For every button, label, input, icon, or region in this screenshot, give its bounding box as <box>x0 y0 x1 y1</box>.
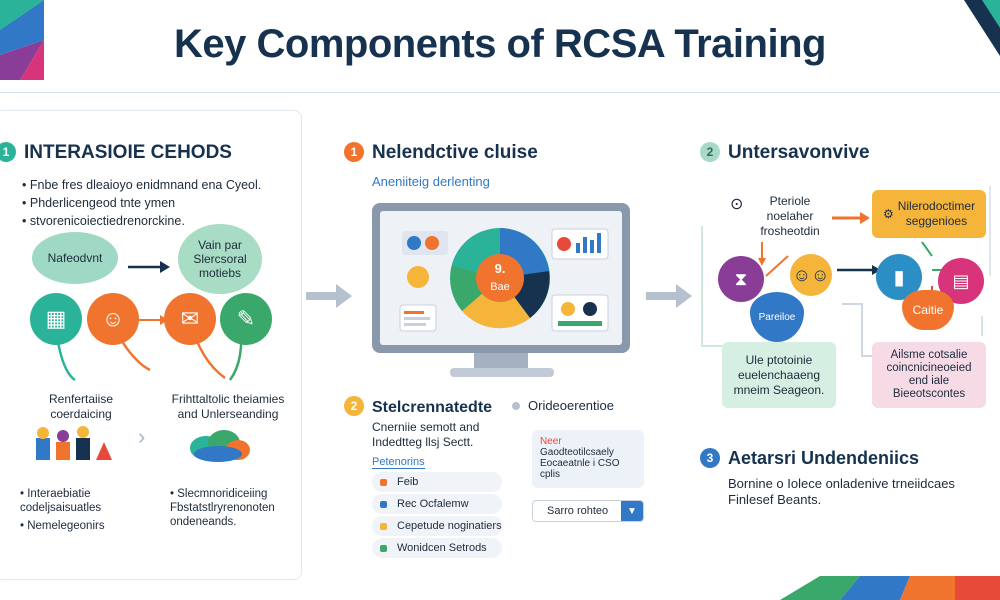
menu-item-label: Rec Ocfalemw <box>397 498 469 510</box>
info-card-line: Neer <box>540 436 562 447</box>
middle-section2-heading2: Orideoerentioe <box>512 398 614 413</box>
flow-arrow-right-icon <box>646 284 692 308</box>
left-bottom-bullet: Interaebiatie codeljsaisuatles <box>20 487 150 515</box>
pin-label: Caitie <box>912 303 944 317</box>
puzzle-icon: ⚙ <box>882 206 894 221</box>
monitor: 9. Bae <box>372 203 630 353</box>
pin-shape: Caitie <box>902 290 954 330</box>
menu-item-label: Cepetude noginatiers <box>397 520 502 532</box>
middle-heading-text: Nelendctive cluise <box>372 142 538 163</box>
middle-section-heading: 1 Nelendctive cluise <box>344 142 538 164</box>
right-yellow-box-text: Nilerodoctimer seggenioes <box>897 199 976 228</box>
menu-title: Petenorins <box>372 456 425 469</box>
heart-label: Pareiloe <box>758 311 796 323</box>
menu-item[interactable]: Wonidcen Setrods <box>372 538 502 558</box>
menu-item[interactable]: Cepetude noginatiers <box>372 516 502 536</box>
right-card-green: Ule ptotoinie euelenchaaeng mneim Seageo… <box>722 342 836 408</box>
calendar-chart-icon: ▦ <box>30 293 82 345</box>
dropdown-label: Sarro rohteo <box>547 505 609 517</box>
right-section3-heading-text: Aetarsri Undendeniics <box>728 448 920 468</box>
person-head-icon: ☺ <box>87 293 139 345</box>
left-bottom-bullet: Slecmnoridiceiing Fbstatstlryrenonoten o… <box>170 487 290 529</box>
middle-section2-heading-text: Stelcrennatedte <box>372 399 493 416</box>
left-section-heading: 1 INTERASIOIE CEHODS <box>0 142 232 164</box>
left-bullet: Phderlicengeod tnte ymen <box>22 194 292 212</box>
pie-center-label: Bae <box>490 281 510 293</box>
info-card-line: cplis <box>540 469 561 480</box>
group-people-icon <box>36 426 112 460</box>
right-note: Pteriole noelaher frosheotdin <box>760 194 820 238</box>
middle-section2-heading: 2 Stelcrennatedte <box>344 396 492 417</box>
left-bullet: stvorenicoiectiedrenorckine. <box>22 212 292 230</box>
middle-section-number: 1 <box>344 142 364 162</box>
right-section3-text: Bornine o Iolece onladenive trneiidcaes … <box>728 476 955 507</box>
cloud-icon <box>190 430 250 462</box>
left-bubble-1: Nafeodvnt <box>32 232 118 284</box>
menu-item-label: Feib <box>397 476 419 488</box>
page-title: Key Components of RCSA Training <box>174 22 826 66</box>
middle-section2-heading2-text: Orideoerentioe <box>528 398 614 413</box>
left-bubble-2: Vain par Slercsoral motiebs <box>178 224 262 294</box>
chart-pen-icon: ✎ <box>220 293 272 345</box>
right-section3-number: 3 <box>700 448 720 468</box>
menu-item[interactable]: Rec Ocfalemw <box>372 494 502 514</box>
info-card-line: Gaodteotilcsaely <box>540 447 614 458</box>
info-card: Neer Gaodteotilcsaely Eocaeatnle i CSO c… <box>532 430 644 488</box>
monitor-base <box>450 368 554 377</box>
menu-item-icon <box>380 544 387 552</box>
corner-decoration-top-right <box>964 0 1000 56</box>
right-card-pink: Ailsme cotsalie coincnicineoeied end ial… <box>872 342 986 408</box>
middle-section2-text: Cnerniie semott and Indedtteg llsj Sectt… <box>372 420 480 449</box>
hourglass-icon: ⧗ <box>718 256 764 302</box>
pie-number: 9. <box>494 261 506 276</box>
heart-shape: Pareiloe <box>750 292 804 342</box>
left-section-number: 1 <box>0 142 16 162</box>
dashboard-graphic <box>399 228 609 332</box>
menu-item-label: Wonidcen Setrods <box>397 542 487 554</box>
left-bottom-list-2: Slecmnoridiceiing Fbstatstlryrenonoten o… <box>170 487 290 529</box>
left-bottom-bullet: Nemelegeonirs <box>20 519 150 533</box>
middle-section2-number: 2 <box>344 396 364 416</box>
left-bottom-list-1: Interaebiatie codeljsaisuatles Nemelegeo… <box>20 487 150 533</box>
menu-item[interactable]: Feib <box>372 472 502 492</box>
monitor-screen: 9. Bae <box>380 211 622 345</box>
right-section-heading: 2 Untersavonvive <box>700 142 870 164</box>
lock-icon: ⊙ <box>730 196 744 213</box>
dot-icon <box>512 402 520 410</box>
info-card-line: Eocaeatnle i CSO <box>540 458 620 469</box>
title-divider <box>0 92 1000 93</box>
right-section-number: 2 <box>700 142 720 162</box>
dropdown-select[interactable]: Sarro rohteo ▼ <box>532 500 644 522</box>
small-arrow-icon: › <box>138 424 146 449</box>
left-bullet-list: Fnbe fres dleaioyo enidmnand ena Cyeol. … <box>22 176 292 230</box>
menu-item-icon <box>380 522 387 530</box>
right-yellow-box: ⚙Nilerodoctimer seggenioes <box>872 190 986 238</box>
left-label-1: Renfertaiise coerdaicing <box>48 392 114 421</box>
middle-subheading: Aneniiteig derlenting <box>372 174 490 189</box>
left-heading-text: INTERASIOIE CEHODS <box>24 142 232 163</box>
right-section3-heading: 3 Aetarsri Undendeniics <box>700 448 919 469</box>
menu-item-icon <box>380 478 387 486</box>
people-icon: ☺☺ <box>790 254 832 296</box>
monitor-stand <box>474 353 528 371</box>
corner-decoration-bottom-right <box>780 576 1000 600</box>
flow-arrow-right-icon <box>306 284 352 308</box>
right-heading-text: Untersavonvive <box>728 142 870 163</box>
menu-item-icon <box>380 500 387 508</box>
left-label-2: Frihttaltolic theiamies and Unlerseandin… <box>171 392 285 421</box>
corner-decoration-top-left <box>0 0 44 80</box>
chevron-down-icon[interactable]: ▼ <box>621 501 643 521</box>
presentation-icon: ✉ <box>164 293 216 345</box>
left-bullet: Fnbe fres dleaioyo enidmnand ena Cyeol. <box>22 176 292 194</box>
